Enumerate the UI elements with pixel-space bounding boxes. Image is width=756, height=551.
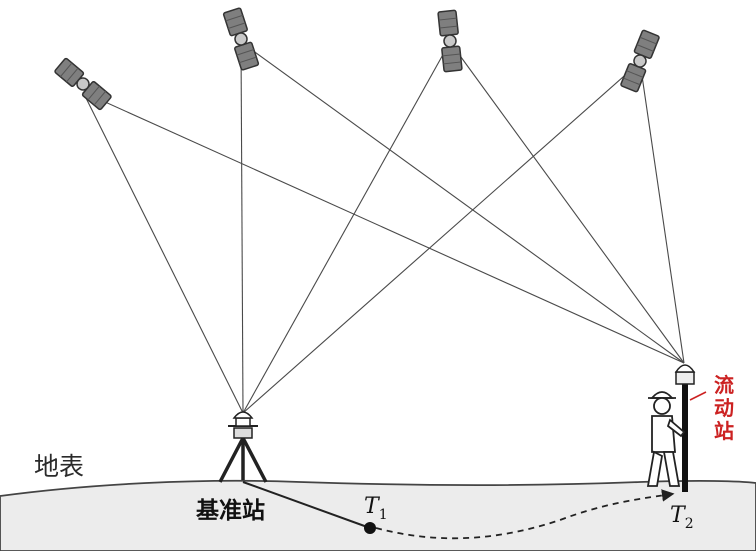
surveyor-icon	[646, 391, 686, 487]
survey-path	[375, 489, 675, 540]
signal-line	[82, 91, 244, 414]
satellite-icon	[222, 6, 260, 72]
signal-lines	[82, 41, 685, 414]
baseline	[242, 481, 371, 529]
gnss-antenna-icon	[228, 411, 258, 439]
gnss-antenna-icon	[674, 364, 696, 385]
signal-line	[82, 91, 685, 364]
ground-surface	[0, 479, 756, 551]
satellite-icon	[53, 56, 113, 112]
signal-line	[639, 61, 685, 364]
signal-line	[242, 41, 451, 414]
ground-label: 地表	[34, 452, 85, 481]
t1-label: T1	[364, 494, 388, 523]
t2-label: T2	[670, 503, 694, 532]
signal-line	[240, 41, 244, 414]
base-station-label: 基准站	[196, 498, 265, 524]
tripod-icon	[218, 437, 268, 483]
satellite-icon	[619, 28, 661, 94]
signal-line	[240, 41, 685, 364]
satellite-icon	[436, 9, 464, 73]
rover-station-label: 流动站	[714, 373, 734, 443]
t1-point	[364, 522, 376, 534]
signal-line	[449, 41, 685, 364]
rover-pole	[682, 384, 688, 492]
signal-line	[242, 61, 641, 414]
rover-pointer	[689, 391, 707, 401]
